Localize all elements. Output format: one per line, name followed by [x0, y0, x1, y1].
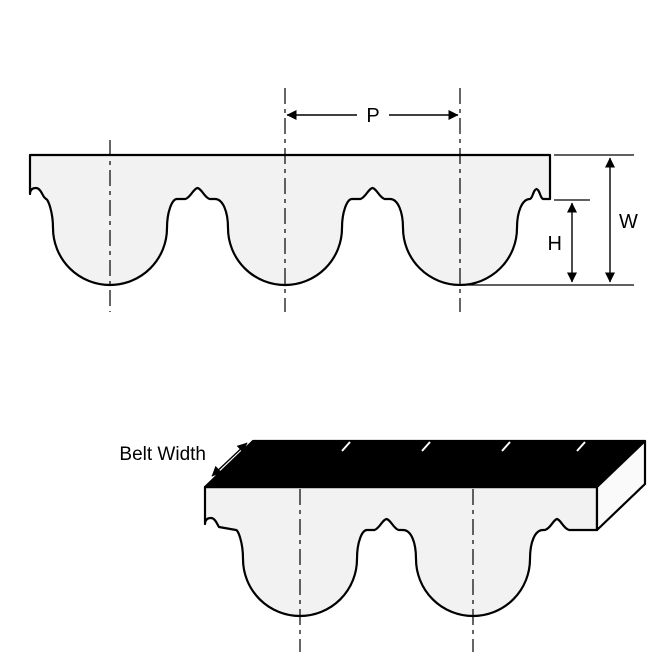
belt-width-label: Belt Width	[119, 444, 206, 465]
tooth-height-dimension: H	[548, 199, 590, 283]
top-face-notch	[501, 441, 511, 452]
belt-thickness-dimension: W	[467, 154, 638, 286]
belt-3d-view: Belt Width	[119, 439, 647, 652]
pitch-label: P	[366, 105, 379, 127]
belt-width-arrow	[211, 442, 248, 477]
belt-profile-shape	[28, 153, 552, 287]
belt-width-annotation: Belt Width	[119, 442, 248, 477]
belt-end-face	[595, 439, 647, 532]
top-face-notch	[341, 441, 351, 452]
top-face-notch	[421, 441, 431, 452]
top-face-notch	[576, 441, 586, 452]
belt-cross-section: P W H	[28, 88, 638, 312]
pitch-dimension: P	[286, 105, 459, 127]
belt-thickness-label: W	[619, 211, 638, 233]
tooth-height-label: H	[548, 233, 562, 255]
belt-3d-front-profile	[203, 485, 599, 618]
